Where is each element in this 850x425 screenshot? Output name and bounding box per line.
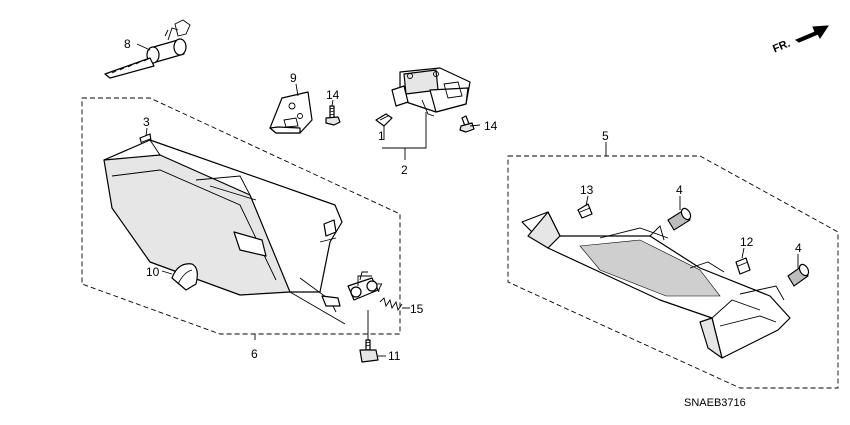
clip-part-13 bbox=[577, 203, 593, 219]
front-label: FR. bbox=[771, 38, 792, 56]
glove-box-part bbox=[103, 139, 346, 325]
callout-8: 8 bbox=[124, 37, 131, 51]
glove-box-frame-part bbox=[521, 211, 791, 359]
assembly-boundary-6 bbox=[81, 97, 401, 335]
callout-6: 6 bbox=[251, 347, 258, 361]
callout-13: 13 bbox=[580, 183, 594, 197]
front-indicator: FR. bbox=[771, 25, 829, 56]
front-arrow-icon bbox=[794, 25, 829, 43]
callout-2: 2 bbox=[401, 163, 408, 177]
callout-10: 10 bbox=[146, 265, 160, 279]
hinge-part bbox=[347, 271, 379, 301]
diagram-code: SNAEB3716 bbox=[684, 397, 746, 409]
assembly-boundary-5 bbox=[507, 155, 839, 389]
callout-15: 15 bbox=[410, 302, 424, 316]
callout-14a: 14 bbox=[326, 88, 340, 102]
clip-part-12 bbox=[735, 257, 751, 275]
lock-cylinder-part bbox=[104, 19, 191, 79]
stopper-part-b bbox=[787, 263, 810, 287]
latch-bracket-part bbox=[269, 91, 313, 134]
callout-4a: 4 bbox=[676, 183, 683, 197]
bolt-part bbox=[359, 339, 379, 363]
callout-4b: 4 bbox=[795, 241, 802, 255]
stopper-part-a bbox=[667, 207, 692, 231]
callout-5: 5 bbox=[602, 129, 609, 143]
leader-lines bbox=[136, 43, 799, 357]
callout-1: 1 bbox=[378, 129, 385, 143]
handle-part bbox=[171, 263, 198, 291]
screw-part-a bbox=[325, 105, 341, 126]
callout-14b: 14 bbox=[484, 119, 498, 133]
callout-12: 12 bbox=[740, 235, 754, 249]
damper-assembly-part bbox=[391, 67, 471, 117]
callout-labels: 8 9 14 3 1 14 2 5 13 4 12 4 10 7 15 6 11 bbox=[124, 37, 802, 363]
callout-7: 7 bbox=[376, 281, 383, 295]
callout-9: 9 bbox=[290, 71, 297, 85]
spring-part bbox=[379, 297, 403, 312]
callout-11: 11 bbox=[388, 349, 401, 363]
damper-clip-part bbox=[375, 113, 393, 127]
callout-3: 3 bbox=[143, 115, 150, 129]
screw-part-b bbox=[459, 115, 475, 133]
